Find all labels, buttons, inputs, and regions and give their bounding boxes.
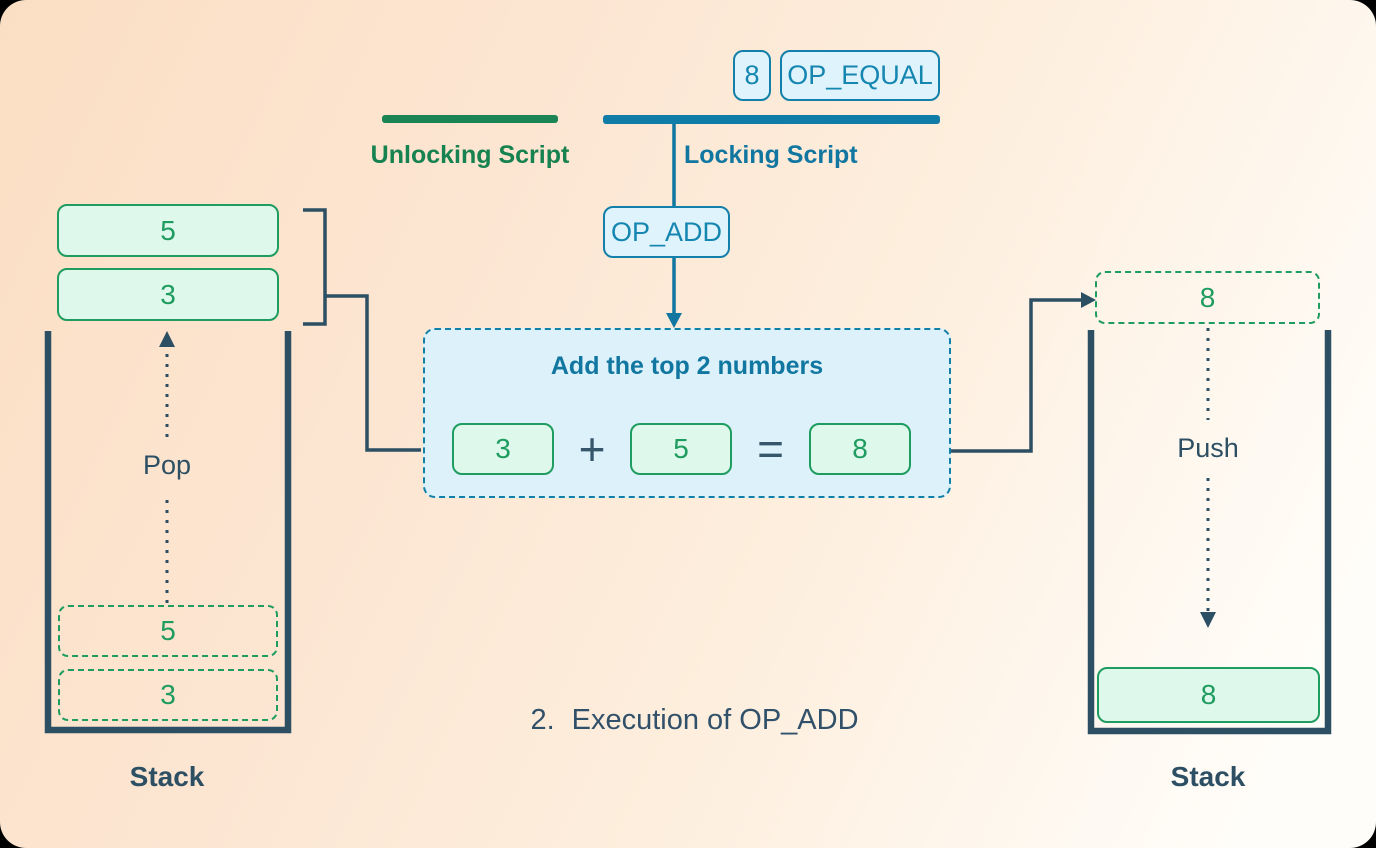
operation-title: Add the top 2 numbers	[550, 352, 824, 380]
ghost-item-3-value: 3	[160, 679, 176, 710]
pop-label: Pop	[142, 450, 192, 480]
script-token-8: 8	[733, 50, 771, 101]
ghost-item-5: 5	[58, 605, 278, 657]
operand-b-value: 5	[673, 433, 689, 464]
popped-item-5-value: 5	[160, 214, 176, 246]
result-box: 8	[809, 423, 911, 475]
locking-script-bar	[603, 115, 940, 124]
incoming-item-8-value: 8	[1199, 281, 1216, 313]
ghost-item-5-value: 5	[160, 615, 176, 646]
unlocking-script-label: Unlocking Script	[370, 141, 570, 169]
push-label: Push	[1177, 433, 1239, 463]
popped-item-3: 3	[57, 268, 279, 321]
script-token-8-label: 8	[744, 60, 760, 90]
result-value: 8	[852, 433, 868, 464]
locking-script-label: Locking Script	[684, 141, 858, 169]
script-token-op-equal: OP_EQUAL	[780, 50, 940, 101]
pushed-item-8: 8	[1097, 667, 1320, 723]
operand-b-box: 5	[630, 423, 732, 475]
operand-a-box: 3	[452, 423, 554, 475]
op-add-token: OP_ADD	[603, 206, 730, 258]
script-token-op-equal-label: OP_EQUAL	[787, 60, 933, 90]
caption: 2. Execution of OP_ADD	[423, 704, 966, 737]
pushed-item-8-value: 8	[1200, 679, 1217, 710]
unlocking-script-bar	[382, 115, 558, 123]
equals-sign: =	[757, 423, 784, 475]
operand-a-value: 3	[495, 433, 511, 464]
caption-text: Execution of OP_ADD	[571, 704, 859, 736]
equation-row: 3 + 5 = 8	[425, 423, 949, 475]
caption-number: 2.	[530, 704, 555, 736]
operation-box: Add the top 2 numbers 3 + 5 = 8	[423, 328, 951, 498]
right-stack-label: Stack	[1170, 761, 1246, 792]
popped-item-3-value: 3	[160, 278, 176, 310]
incoming-item-8: 8	[1095, 271, 1320, 324]
plus-sign: +	[578, 423, 606, 475]
ghost-item-3: 3	[58, 669, 278, 721]
popped-item-5: 5	[57, 204, 279, 257]
left-stack-label: Stack	[129, 761, 205, 792]
op-add-token-label: OP_ADD	[610, 216, 723, 247]
